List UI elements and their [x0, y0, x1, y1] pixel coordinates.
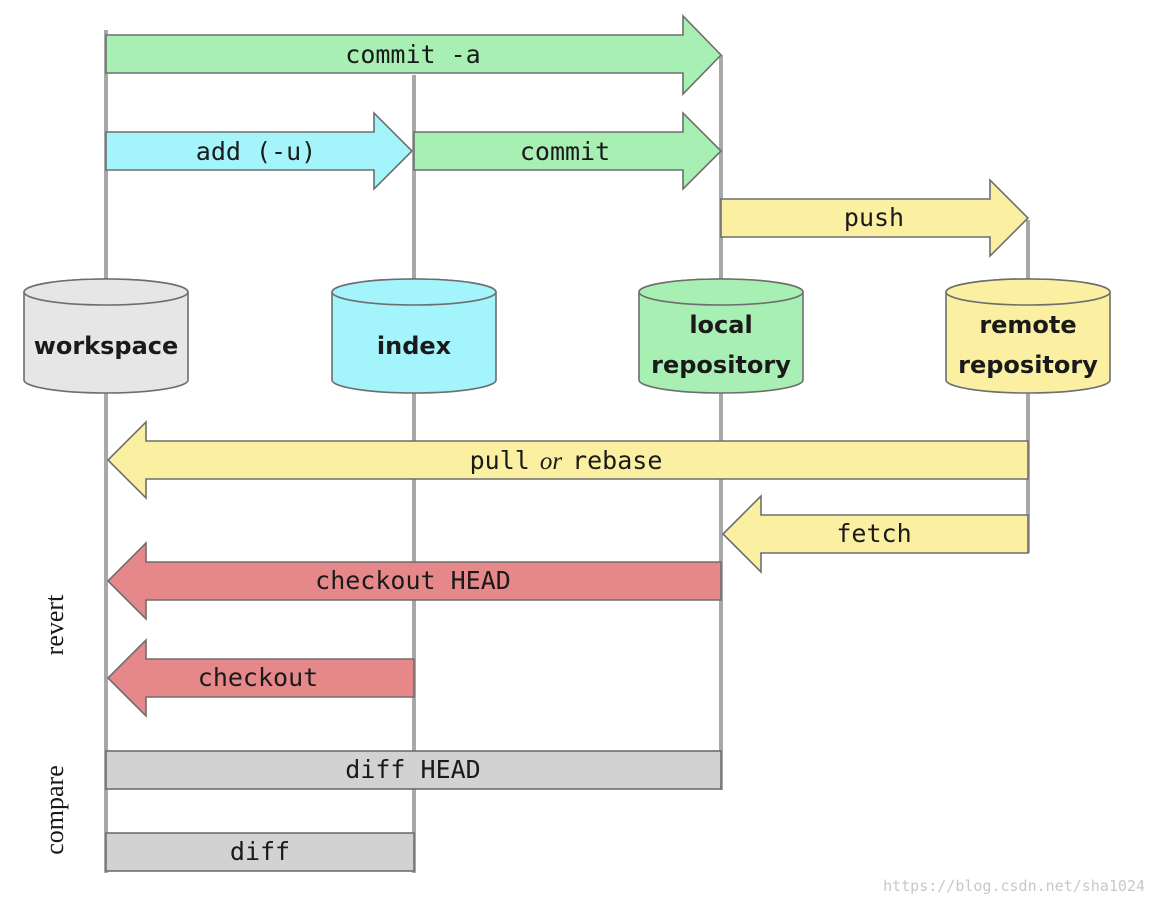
diff-label: diff: [230, 837, 290, 866]
index-store: index: [331, 278, 497, 394]
remote-repository-label-line1: remote: [979, 311, 1076, 339]
index-cylinder-top: [331, 278, 497, 306]
fetch-arrow-shape: [721, 494, 1029, 574]
diff-bar-shape: [105, 832, 415, 872]
commit-a-arrow-shape: [105, 14, 723, 96]
diff-head-bar-shape: [105, 750, 722, 790]
remote-repository-label-line2: repository: [958, 351, 1098, 379]
watermark-text: https://blog.csdn.net/sha1024: [883, 877, 1145, 895]
add-label: add (-u): [196, 137, 316, 166]
push-arrow: push: [720, 178, 1030, 258]
remote-repository-store: remote repository: [945, 278, 1111, 394]
diff-head-bar: diff HEAD: [105, 750, 722, 790]
fetch-label: fetch: [836, 519, 911, 548]
diff-head-label: diff HEAD: [345, 755, 480, 784]
pull-or-rebase-arrow: pull or rebase: [106, 420, 1029, 500]
commit-label: commit: [520, 137, 610, 166]
diff-bar: diff: [105, 832, 415, 872]
checkout-head-arrow: checkout HEAD: [106, 541, 722, 621]
add-arrow-shape: [105, 111, 414, 191]
pull-or-rebase-label: pull or rebase: [470, 446, 663, 475]
local-repository-cylinder-top: [638, 278, 804, 306]
commit-arrow: commit: [413, 111, 723, 191]
push-arrow-shape: [720, 178, 1030, 258]
fetch-arrow: fetch: [721, 494, 1029, 574]
index-label: index: [377, 332, 452, 360]
or-label: or: [540, 448, 563, 475]
workspace-label: workspace: [34, 332, 179, 360]
checkout-arrow: checkout: [106, 638, 415, 718]
commit-arrow-shape: [413, 111, 723, 191]
push-label: push: [844, 203, 904, 232]
compare-group-label: compare: [40, 765, 69, 855]
pull-label: pull: [470, 446, 530, 475]
checkout-head-label: checkout HEAD: [315, 566, 511, 595]
revert-group-label: revert: [40, 594, 69, 655]
local-repository-label-line1: local: [689, 311, 752, 339]
rebase-label: rebase: [572, 446, 662, 475]
remote-repository-cylinder-top: [945, 278, 1111, 306]
commit-a-arrow: commit -a: [105, 14, 723, 96]
pull-or-rebase-arrow-shape: [106, 420, 1029, 500]
local-repository-store: local repository: [638, 278, 804, 394]
checkout-label: checkout: [198, 663, 318, 692]
local-repository-label-line2: repository: [651, 351, 791, 379]
checkout-head-arrow-shape: [106, 541, 722, 621]
workspace-cylinder-top: [23, 278, 189, 306]
checkout-arrow-shape: [106, 638, 415, 718]
workspace-store: workspace: [23, 278, 189, 394]
add-arrow: add (-u): [105, 111, 414, 191]
commit-a-label: commit -a: [345, 40, 480, 69]
